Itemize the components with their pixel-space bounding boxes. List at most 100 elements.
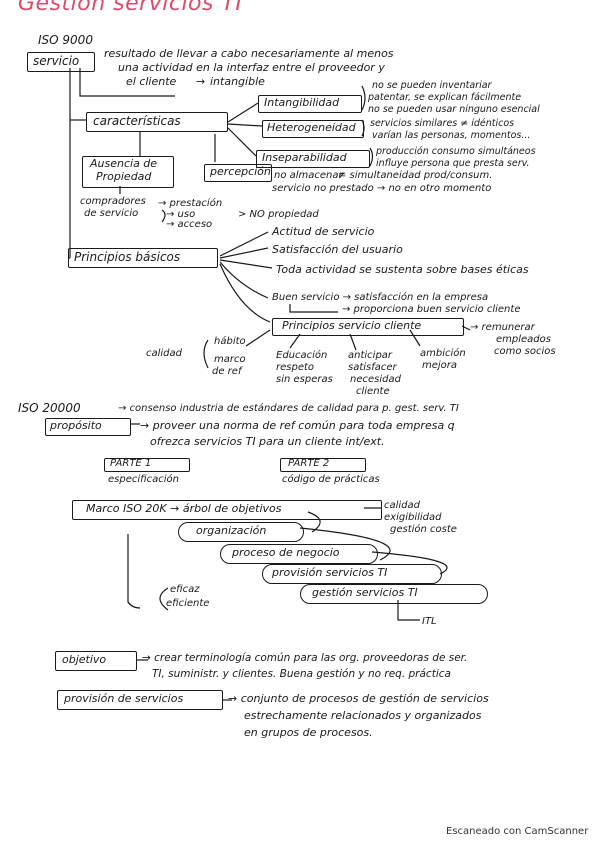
marco-line2: de ref [212, 366, 242, 377]
perecibilidad-box [204, 164, 272, 182]
objetivo-label: objetivo [62, 653, 107, 666]
exigibilidad-tag: exigibilidad [384, 512, 442, 523]
intangible-note: intangible [210, 75, 265, 88]
parte1-box [104, 458, 190, 472]
marco-iso-box [72, 500, 382, 520]
intangibilidad-note-3: no se pueden usar ninguno esencial [368, 104, 540, 115]
provision-ellipse [262, 564, 442, 584]
inseparabilidad-box [256, 150, 370, 168]
remunerar-line2: empleados [496, 334, 551, 345]
calidad-tag: calidad [384, 500, 421, 511]
calidad-note: calidad [146, 348, 183, 359]
principio-2: Satisfacción del usuario [272, 243, 403, 256]
objetivo-line2: TI, suministr. y clientes. Buena gestión… [152, 668, 451, 680]
uso-note: → uso [166, 209, 196, 220]
proposito-label: propósito [50, 419, 102, 432]
caracteristicas-label: características [93, 114, 181, 128]
intangibilidad-note-1: no se pueden inventariar [372, 80, 492, 91]
servicio-def-line3: el cliente [126, 75, 177, 88]
no-propiedad-note: > NO propiedad [238, 209, 319, 220]
anticipar-line3: necesidad [350, 374, 401, 385]
educacion-line1: Educación [276, 350, 328, 361]
no-prestado-note: servicio no prestado → no en otro moment… [272, 183, 492, 194]
heterogeneidad-label: Heterogeneidad [267, 121, 356, 134]
parte2-sub: código de prácticas [282, 474, 380, 485]
heterogeneidad-note-2: varían las personas, momentos... [372, 130, 531, 141]
marco-iso-label: Marco ISO 20K → árbol de objetivos [86, 502, 282, 515]
organizacion-label: organización [196, 524, 267, 537]
servicio-box [27, 52, 95, 72]
parte1-label: PARTE 1 [110, 458, 152, 469]
perecibilidad-label: percepción [210, 165, 271, 178]
iso9000-heading: ISO 9000 [38, 33, 93, 47]
parte2-label: PARTE 2 [288, 458, 330, 469]
intangibilidad-label: Intangibilidad [264, 96, 340, 109]
simultaneidad-note: ≠ simultaneidad prod/consum. [338, 170, 493, 181]
intangibilidad-box [258, 95, 362, 113]
propiedad-label: Propiedad [96, 170, 152, 183]
proceso-negocio-ellipse [220, 544, 378, 564]
acceso-note: → acceso [166, 219, 213, 230]
iso20000-heading: ISO 20000 [18, 401, 81, 415]
principios-label: Principios básicos [74, 250, 181, 264]
ambicion-line2: mejora [422, 360, 458, 371]
principio-1: Actitud de servicio [272, 225, 375, 238]
provision-line3: en grupos de procesos. [244, 726, 373, 739]
marco-line1: marco [214, 354, 246, 365]
arrow-intangible: → [196, 75, 206, 88]
provision-label: provisión servicios TI [272, 566, 388, 579]
gestion-coste-tag: gestión coste [390, 524, 457, 535]
parte1-sub: especificación [108, 474, 179, 485]
parte2-box [280, 458, 366, 472]
eficaz-note: eficaz [170, 584, 200, 595]
servicio-label: servicio [33, 54, 80, 68]
educacion-line3: sin esperas [276, 374, 333, 385]
proposito-line1: → proveer una norma de ref común para to… [140, 419, 455, 432]
proposito-line2: ofrezca servicios TI para un cliente int… [150, 435, 385, 448]
proceso-negocio-label: proceso de negocio [232, 546, 340, 559]
remunerar-line3: como socios [494, 346, 556, 357]
educacion-line2: respeto [276, 362, 315, 373]
heterogeneidad-note-1: servicios similares ≠ idénticos [370, 118, 515, 129]
objetivo-box [55, 651, 137, 671]
heterogeneidad-box [262, 120, 364, 138]
remunerar-line1: → remunerar [470, 322, 535, 333]
ausencia-label: Ausencia de [90, 157, 158, 170]
principio-4: Buen servicio → satisfacción en la empre… [272, 292, 489, 303]
scanner-watermark: Escaneado con CamScanner [446, 826, 589, 837]
principio-3: Toda actividad se sustenta sobre bases é… [276, 263, 529, 276]
compradores-line2: de servicio [84, 208, 139, 219]
organizacion-ellipse [178, 522, 304, 542]
compradores-line1: compradores [80, 196, 146, 207]
provision-servicios-box [57, 690, 223, 710]
no-almacenar-note: no almacenar [274, 170, 343, 181]
iso20000-def: → consenso industria de estándares de ca… [118, 403, 459, 414]
gestion-label: gestión servicios TI [312, 586, 418, 599]
page-title: Gestion servicios TI [18, 0, 243, 16]
principios-servicio-cliente-label: Principios servicio cliente [282, 319, 422, 332]
prestacion-note: → prestación [158, 198, 223, 209]
intangibilidad-note-2: patentar, se explican fácilmente [368, 92, 522, 103]
anticipar-line1: anticipar [348, 350, 393, 361]
inseparabilidad-note-2: influye persona que presta serv. [376, 158, 530, 169]
anticipar-line2: satisfacer [348, 362, 397, 373]
ambicion-line1: ambición [420, 348, 466, 359]
caracteristicas-box [86, 112, 228, 132]
provision-servicios-label: provisión de servicios [64, 692, 184, 705]
eficiente-note: eficiente [166, 598, 210, 609]
gestion-ellipse [300, 584, 488, 604]
servicio-def-line1: resultado de llevar a cabo necesariament… [104, 47, 394, 60]
ausencia-propiedad-box [82, 156, 174, 188]
objetivo-line1: → crear terminología común para las org.… [142, 652, 468, 664]
itl-note: ITL [422, 616, 437, 627]
proposito-box [45, 418, 131, 436]
principios-box [68, 248, 218, 268]
inseparabilidad-note-1: producción consumo simultáneos [376, 146, 536, 157]
principios-servicio-cliente-box [272, 318, 464, 336]
inseparabilidad-label: Inseparabilidad [262, 151, 347, 164]
servicio-def-line2: una actividad en la interfaz entre el pr… [118, 61, 385, 74]
principio-4b: → proporciona buen servicio cliente [342, 304, 521, 315]
habito-note: hábito [214, 336, 246, 347]
